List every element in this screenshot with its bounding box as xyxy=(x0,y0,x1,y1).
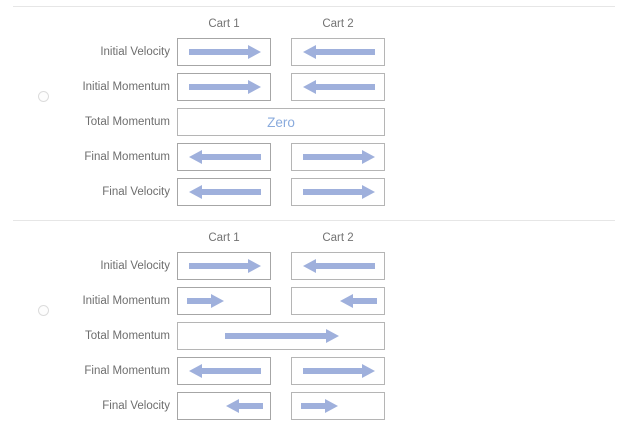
option-2-radio[interactable] xyxy=(38,305,49,316)
column-header-cart1: Cart 1 xyxy=(208,232,240,244)
row-label-final-velocity: Final Velocity xyxy=(102,186,170,198)
cell-total-momentum-span[interactable]: Zero xyxy=(177,108,385,136)
cell-final-momentum-cart1[interactable] xyxy=(177,143,271,171)
cell-final-velocity-cart2[interactable] xyxy=(291,392,385,420)
cell-final-momentum-cart2[interactable] xyxy=(291,357,385,385)
cell-final-velocity-cart1[interactable] xyxy=(177,392,271,420)
row-label-final-momentum: Final Momentum xyxy=(84,365,170,377)
cell-initial-velocity-cart1[interactable] xyxy=(177,38,271,66)
cell-final-velocity-cart1[interactable] xyxy=(177,178,271,206)
cell-initial-velocity-cart2[interactable] xyxy=(291,38,385,66)
cell-initial-velocity-cart2[interactable] xyxy=(291,252,385,280)
row-label-total-momentum: Total Momentum xyxy=(84,116,170,128)
cell-initial-velocity-cart1[interactable] xyxy=(177,252,271,280)
option-1-radio[interactable] xyxy=(38,91,49,102)
row-label-initial-velocity: Initial Velocity xyxy=(100,46,170,58)
cell-initial-momentum-cart1[interactable] xyxy=(177,73,271,101)
cell-total-momentum-span[interactable] xyxy=(177,322,385,350)
row-label-initial-momentum: Initial Momentum xyxy=(82,81,170,93)
row-label-initial-momentum: Initial Momentum xyxy=(82,295,170,307)
column-header-cart2: Cart 2 xyxy=(322,232,354,244)
column-header-cart1: Cart 1 xyxy=(208,18,240,30)
cell-initial-momentum-cart2[interactable] xyxy=(291,287,385,315)
column-header-cart2: Cart 2 xyxy=(322,18,354,30)
cell-final-velocity-cart2[interactable] xyxy=(291,178,385,206)
cell-final-momentum-cart2[interactable] xyxy=(291,143,385,171)
cell-total-momentum-span-text: Zero xyxy=(267,114,295,130)
row-label-final-velocity: Final Velocity xyxy=(102,400,170,412)
row-label-initial-velocity: Initial Velocity xyxy=(100,260,170,272)
cell-initial-momentum-cart2[interactable] xyxy=(291,73,385,101)
section-divider xyxy=(13,6,615,7)
cell-initial-momentum-cart1[interactable] xyxy=(177,287,271,315)
section-divider xyxy=(13,220,615,221)
row-label-total-momentum: Total Momentum xyxy=(84,330,170,342)
row-label-final-momentum: Final Momentum xyxy=(84,151,170,163)
cell-final-momentum-cart1[interactable] xyxy=(177,357,271,385)
